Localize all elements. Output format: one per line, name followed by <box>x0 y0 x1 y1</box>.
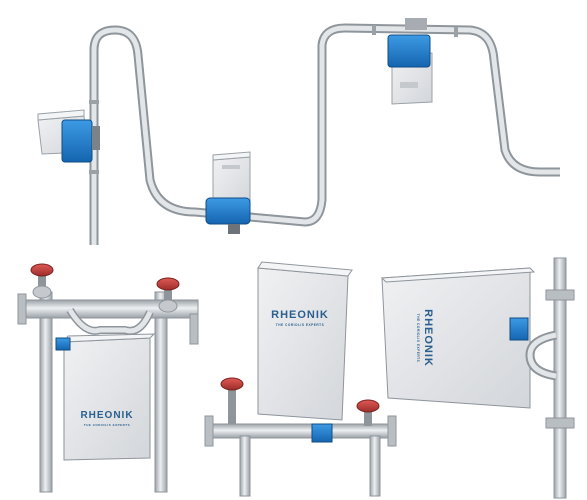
bottom-center-assembly: RHEONIK THE CORIOLIS EXPERTS <box>204 261 397 497</box>
brand-logo-center: RHEONIK <box>271 309 329 321</box>
brand-tagline-left: THE CORIOLIS EXPERTS <box>84 423 130 427</box>
brand-tagline-right: THE CORIOLIS EXPERTS <box>416 314 420 362</box>
brand-tagline-center: THE CORIOLIS EXPERTS <box>276 323 324 327</box>
bottom-right-assembly: RHEONIK THE CORIOLIS EXPERTS <box>380 257 575 499</box>
left-transmitter <box>37 109 100 163</box>
center-transmitter <box>205 151 251 234</box>
bottom-left-assembly: RHEONIK THE CORIOLIS EXPERTS <box>17 263 199 493</box>
long-pipe <box>89 23 560 245</box>
valve-left <box>30 263 54 299</box>
top-pipe-assembly <box>37 18 560 245</box>
valve-center-left <box>220 377 244 424</box>
brand-logo-left: RHEONIK <box>80 410 133 421</box>
valve-center-right <box>356 399 380 426</box>
brand-logo-right: RHEONIK <box>422 309 434 367</box>
right-transmitter <box>387 18 433 105</box>
valve-right <box>156 277 180 313</box>
